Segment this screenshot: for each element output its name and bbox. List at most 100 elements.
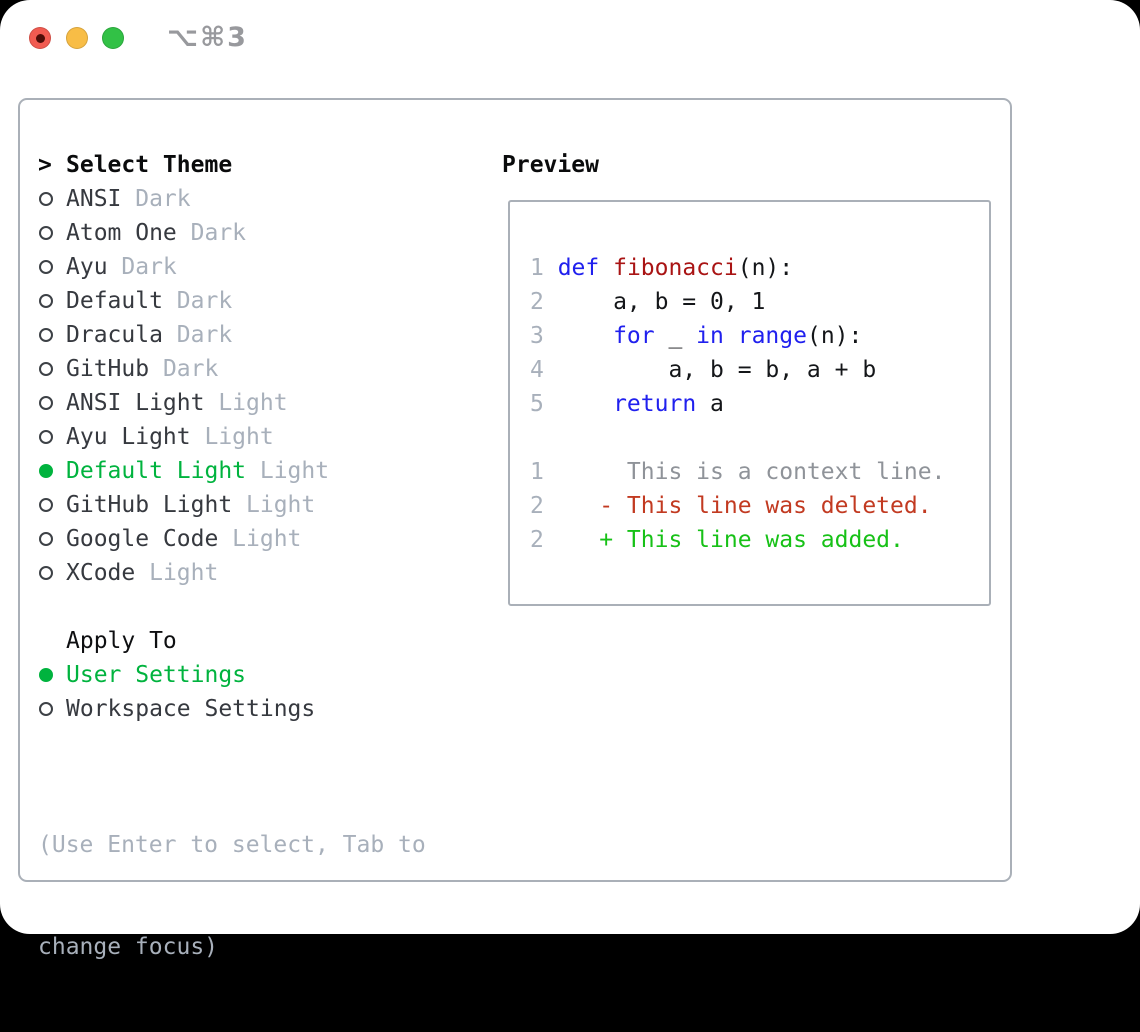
theme-variant-badge: Dark — [190, 220, 247, 246]
line-number — [530, 421, 558, 455]
option-label: User Settings — [66, 662, 247, 688]
option-label: Google Code — [66, 526, 219, 552]
theme-option-ansi-dark[interactable]: ANSI Dark — [38, 182, 426, 216]
line-number: 2 — [530, 527, 544, 553]
option-label: Dracula — [66, 322, 163, 348]
code-segment-plain: (n): — [737, 255, 794, 281]
hint-text: (Use Enter to select, Tab to change focu… — [38, 760, 426, 1032]
code-segment-plain — [599, 251, 613, 285]
option-label: XCode — [66, 560, 136, 586]
theme-option-xcode-light[interactable]: XCode Light — [38, 556, 426, 590]
radio-unselected-icon — [38, 226, 66, 240]
select-theme-header: > Select Theme — [38, 148, 426, 182]
close-button[interactable] — [29, 27, 51, 49]
code-line: 2 a, b = 0, 1 — [530, 285, 989, 319]
hint-line-1: (Use Enter to select, Tab to — [38, 832, 426, 858]
code-segment-plain: (n): — [806, 323, 863, 349]
theme-variant-badge: Light — [149, 560, 219, 586]
code-line: 5 return a — [530, 387, 989, 421]
option-label: Atom One — [66, 220, 177, 246]
code-line — [530, 421, 989, 455]
theme-option-google-code-light[interactable]: Google Code Light — [38, 522, 426, 556]
apply-to-title: Apply To — [66, 628, 177, 654]
radio-selected-icon — [38, 668, 66, 682]
option-label: GitHub Light — [66, 492, 233, 518]
code-segment-plain — [724, 319, 738, 353]
code-segment-plain: a, b = 0, 1 — [557, 289, 766, 315]
select-theme-title: Select Theme — [66, 152, 233, 178]
code-segment-plain: _ — [654, 323, 697, 349]
code-segment-context: This is a context line. — [557, 459, 946, 485]
code-segment-keyword: range — [737, 323, 807, 349]
theme-option-atom-one-dark[interactable]: Atom One Dark — [38, 216, 426, 250]
code-line: 4 a, b = b, a + b — [530, 353, 989, 387]
theme-option-default-dark[interactable]: Default Dark — [38, 284, 426, 318]
line-number: 4 — [530, 357, 544, 383]
option-label: GitHub — [66, 356, 150, 382]
close-dot-icon — [35, 33, 45, 43]
radio-unselected-icon — [38, 294, 66, 308]
desktop: { "window": { "shortcut": "⌥⌘3" }, "them… — [0, 0, 1140, 960]
option-label: Default — [66, 288, 163, 314]
code-line: 3 for _ in range(n): — [530, 319, 989, 353]
radio-unselected-icon — [38, 362, 66, 376]
option-label: ANSI Light — [66, 390, 205, 416]
code-segment-keyword: for — [613, 323, 655, 349]
radio-unselected-icon — [38, 328, 66, 342]
radio-unselected-icon — [38, 260, 66, 274]
line-number: 2 — [530, 289, 544, 315]
theme-variant-badge: Light — [232, 526, 302, 552]
line-number: 5 — [530, 391, 544, 417]
line-number: 3 — [530, 323, 544, 349]
radio-unselected-icon — [38, 430, 66, 444]
theme-option-github-dark[interactable]: GitHub Dark — [38, 352, 426, 386]
radio-unselected-icon — [38, 702, 66, 716]
keyboard-shortcut-label: ⌥⌘3 — [167, 22, 248, 53]
code-segment-added: + This line was added. — [557, 527, 904, 553]
theme-option-dracula-dark[interactable]: Dracula Dark — [38, 318, 426, 352]
code-line: 1 This is a context line. — [530, 455, 989, 489]
preview-title: Preview — [502, 152, 599, 178]
code-segment-plain — [558, 319, 613, 353]
radio-unselected-icon — [38, 192, 66, 206]
theme-variant-badge: Light — [218, 390, 288, 416]
apply-option-user-settings[interactable]: User Settings — [38, 658, 426, 692]
line-number: 1 — [530, 255, 544, 281]
apply-to-header: Apply To — [38, 624, 426, 658]
theme-variant-badge: Dark — [176, 322, 233, 348]
theme-option-ansi-light-light[interactable]: ANSI Light Light — [38, 386, 426, 420]
line-number: 1 — [530, 459, 544, 485]
minimize-button[interactable] — [66, 27, 88, 49]
line-number: 2 — [530, 493, 544, 519]
code-segment-plain — [558, 387, 613, 421]
radio-unselected-icon — [38, 532, 66, 546]
theme-variant-badge: Dark — [176, 288, 233, 314]
theme-variant-badge: Dark — [162, 356, 219, 382]
option-label: Ayu Light — [66, 424, 191, 450]
spacer — [38, 590, 426, 624]
code-segment-deleted: - This line was deleted. — [557, 493, 932, 519]
radio-unselected-icon — [38, 566, 66, 580]
theme-variant-badge: Light — [204, 424, 274, 450]
code-line: 2 - This line was deleted. — [530, 489, 989, 523]
apply-option-workspace-settings[interactable]: Workspace Settings — [38, 692, 426, 726]
option-label: ANSI — [66, 186, 122, 212]
code-segment-keyword: in — [696, 323, 724, 349]
maximize-button[interactable] — [102, 27, 124, 49]
option-label: Ayu — [66, 254, 108, 280]
code-segment-keyword: def — [557, 255, 600, 281]
theme-variant-badge: Dark — [135, 186, 191, 212]
theme-variant-badge: Light — [259, 458, 330, 484]
hint-line-2: change focus) — [38, 934, 219, 960]
theme-option-ayu-light-light[interactable]: Ayu Light Light — [38, 420, 426, 454]
option-label: Workspace Settings — [66, 696, 316, 722]
